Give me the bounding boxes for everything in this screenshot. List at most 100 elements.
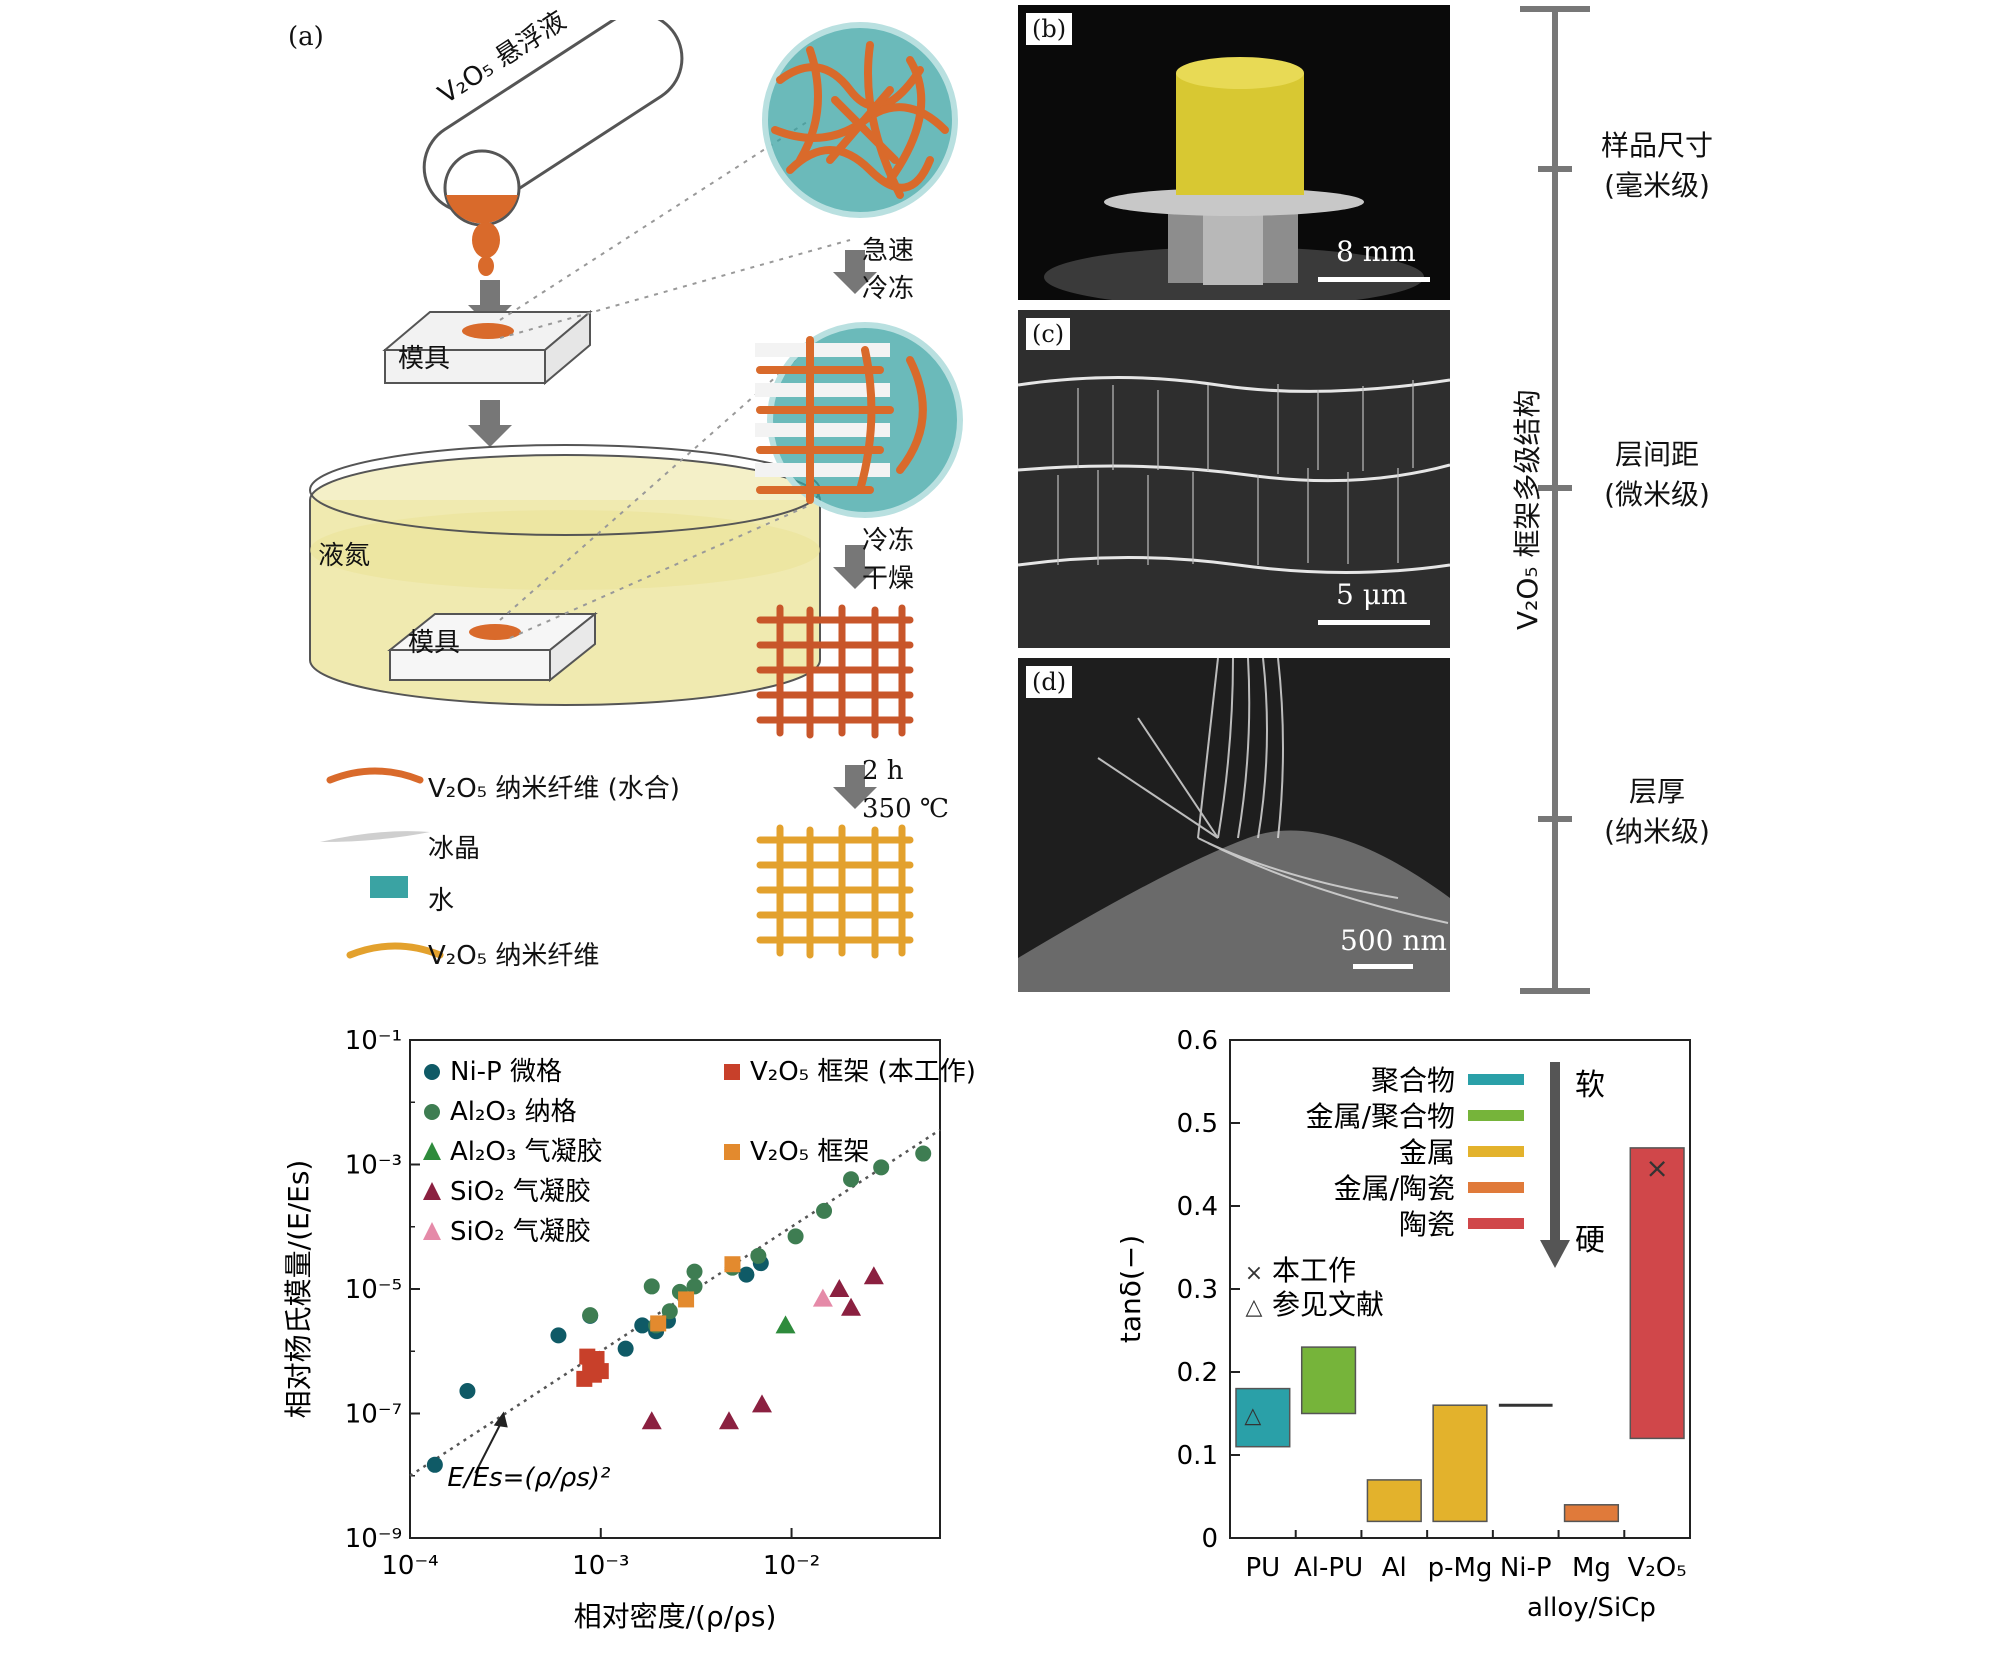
panel-c-photo: (c) 5 μm: [1018, 310, 1450, 648]
hierarchy-tick-3: [1538, 816, 1572, 822]
legend-label: SiO₂ 气凝胶: [450, 1177, 591, 1207]
legend-label: 金属/聚合物: [1306, 1100, 1455, 1133]
fit-arrow: [474, 1417, 505, 1474]
legend-label: V₂O₅ 框架 (本工作): [750, 1057, 976, 1087]
data-point-circle: [459, 1382, 476, 1399]
data-point-square: [584, 1354, 601, 1371]
hierarchy-tick-bottom: [1520, 988, 1590, 994]
scale-text-d: 500 nm: [1340, 924, 1447, 957]
legend-marker: [424, 1064, 440, 1080]
data-point-circle: [873, 1159, 890, 1176]
hierarchy-axis: [1552, 8, 1558, 993]
data-point-circle: [617, 1340, 634, 1357]
x-tick-label: Mg: [1572, 1553, 1611, 1583]
x-tick-label: 10⁻²: [763, 1551, 820, 1581]
y-tick-label: 10⁻⁵: [345, 1275, 402, 1305]
x-tick-label: p-Mg: [1428, 1553, 1493, 1583]
range-bar: [1629, 1147, 1685, 1440]
panel-a-schematic: [309, 20, 963, 959]
step-quick-freeze: 急速冷冻: [862, 236, 915, 304]
fit-line: [409, 1128, 941, 1477]
stiffness-arrowhead: [1540, 1240, 1570, 1268]
legend-label: 陶瓷: [1399, 1208, 1455, 1241]
y-tick-label: 10⁻¹: [345, 1030, 402, 1056]
scale-bar-b: [1318, 277, 1430, 282]
legend-swatch: [1468, 1110, 1524, 1121]
data-point-circle: [843, 1171, 860, 1188]
legend-label: SiO₂ 气凝胶: [450, 1217, 591, 1247]
x-tick-label: Al: [1382, 1553, 1407, 1583]
y-tick-label: 0: [1201, 1524, 1218, 1554]
data-point-circle: [550, 1327, 567, 1344]
panel-b-photo: (b) 8 mm: [1018, 5, 1450, 300]
x-tick-label: Ni-P: [1500, 1553, 1552, 1583]
data-point-circle: [661, 1303, 678, 1320]
stiffness-arrow-shaft: [1550, 1062, 1560, 1242]
sem-fibers: [1018, 658, 1450, 992]
x-extra-label: alloy/SiCp: [1527, 1593, 1656, 1623]
x-tick-label: PU: [1245, 1553, 1280, 1583]
x-tick-label: Al-PU: [1294, 1553, 1363, 1583]
scale-bar-c: [1318, 620, 1430, 625]
legend-label: Al₂O₃ 气凝胶: [450, 1137, 603, 1167]
fit-label: E/Es=(ρ/ρs)²: [447, 1463, 610, 1493]
soft-label: 软: [1575, 1068, 1605, 1103]
data-point-triangle: [641, 1411, 662, 1430]
y-tick-label: 10⁻⁷: [345, 1400, 402, 1430]
legend-marker: [724, 1064, 740, 1080]
data-point-triangle: [751, 1394, 772, 1413]
range-bar: [1432, 1404, 1488, 1523]
panel-a-tag: (a): [288, 22, 324, 52]
legend-label: 聚合物: [1371, 1064, 1455, 1097]
data-point-circle: [750, 1247, 767, 1264]
data-point-triangle: [863, 1266, 884, 1285]
y-tick-label: 0.2: [1177, 1358, 1218, 1388]
y-axis-label: 相对杨氏模量/(E/Es): [282, 1160, 315, 1419]
marker-legend-symbol: ×: [1245, 1261, 1263, 1286]
legend-marker: [423, 1142, 441, 1160]
legend-swatch: [1468, 1182, 1524, 1193]
legend-marker: [724, 1144, 740, 1160]
x-tick-label: V₂O₅: [1628, 1553, 1687, 1583]
data-point-triangle: [841, 1297, 862, 1316]
panel-d-photo: (d) 500 nm: [1018, 658, 1450, 992]
data-point-triangle: [812, 1288, 833, 1307]
marker-legend-label: 本工作: [1272, 1254, 1356, 1287]
data-point-triangle: [829, 1279, 850, 1297]
legend-swatch: [1468, 1074, 1524, 1085]
data-point-square: [724, 1256, 741, 1273]
y-tick-label: 0.5: [1177, 1109, 1218, 1139]
data-point-circle: [643, 1278, 660, 1295]
legend-fiber: V₂O₅ 纳米纤维: [428, 941, 600, 971]
data-point-circle: [686, 1263, 703, 1280]
legend-hydrated-fiber: V₂O₅ 纳米纤维 (水合): [428, 774, 680, 804]
legend-label: 金属/陶瓷: [1334, 1172, 1455, 1205]
y-axis-label: tanδ(−): [1120, 1235, 1147, 1343]
mold-label-2: 模具: [408, 628, 461, 658]
legend-label: Al₂O₃ 纳格: [450, 1097, 577, 1127]
data-point-square: [678, 1291, 695, 1308]
marker-legend-symbol: △: [1246, 1295, 1263, 1320]
legend-label: Ni-P 微格: [450, 1057, 562, 1087]
legend-marker: [423, 1222, 441, 1240]
y-tick-label: 0.3: [1177, 1275, 1218, 1305]
legend-label: V₂O₅ 框架: [750, 1137, 869, 1167]
scale-text-c: 5 μm: [1336, 578, 1408, 611]
legend-water: 水: [428, 886, 455, 916]
this-work-marker: ×: [1645, 1152, 1668, 1185]
hard-label: 硬: [1575, 1223, 1605, 1258]
level-interlayer: 层间距(微米级): [1604, 438, 1710, 511]
y-tick-label: 10⁻³: [345, 1151, 402, 1181]
scale-text-b: 8 mm: [1336, 235, 1416, 268]
scale-bar-d: [1353, 964, 1413, 969]
data-point-circle: [634, 1317, 651, 1334]
step-freeze-dry: 冷冻干燥: [862, 526, 915, 594]
sample-photo: [1044, 57, 1424, 300]
y-tick-label: 10⁻⁹: [345, 1524, 402, 1554]
hierarchy-tick-1: [1538, 166, 1572, 172]
x-tick-label: 10⁻⁴: [381, 1551, 438, 1581]
range-bar: [1235, 1387, 1291, 1448]
hierarchy-tick-top: [1520, 6, 1590, 12]
